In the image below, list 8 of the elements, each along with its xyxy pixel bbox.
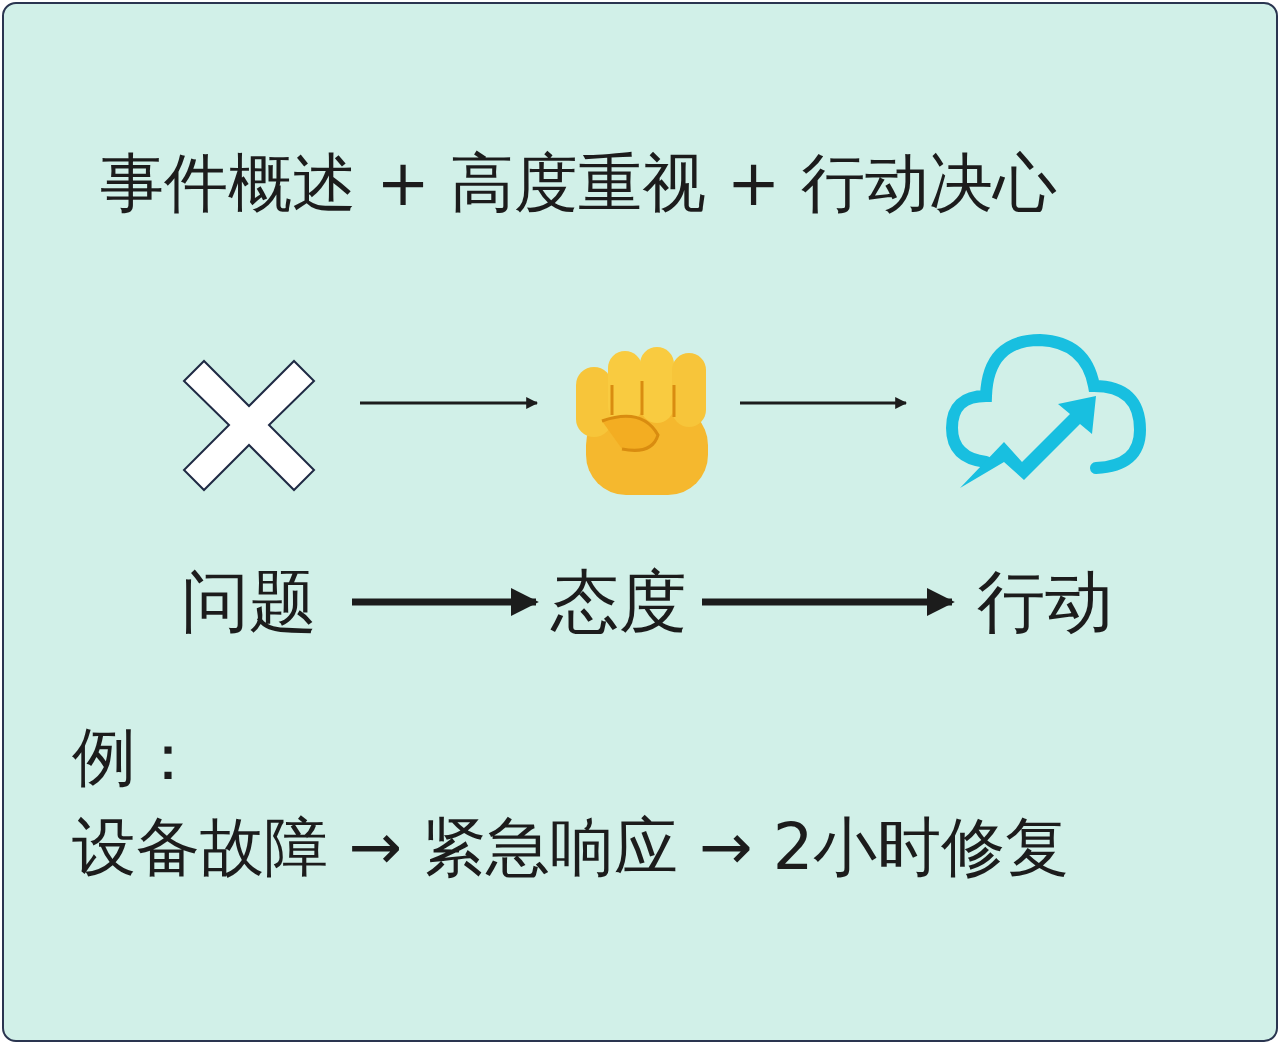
node-label: 问题 [181,564,317,640]
note-text: 例： [72,722,200,793]
arrow [360,397,539,409]
title: 事件概述 + 高度重视 + 行动决心 [100,148,1057,219]
node-label: 态度 [551,564,687,640]
arrow [740,397,908,409]
node-label: 行动 [977,564,1113,640]
note-text: 设备故障 → 紧急响应 → 2小时修复 [72,812,1070,883]
